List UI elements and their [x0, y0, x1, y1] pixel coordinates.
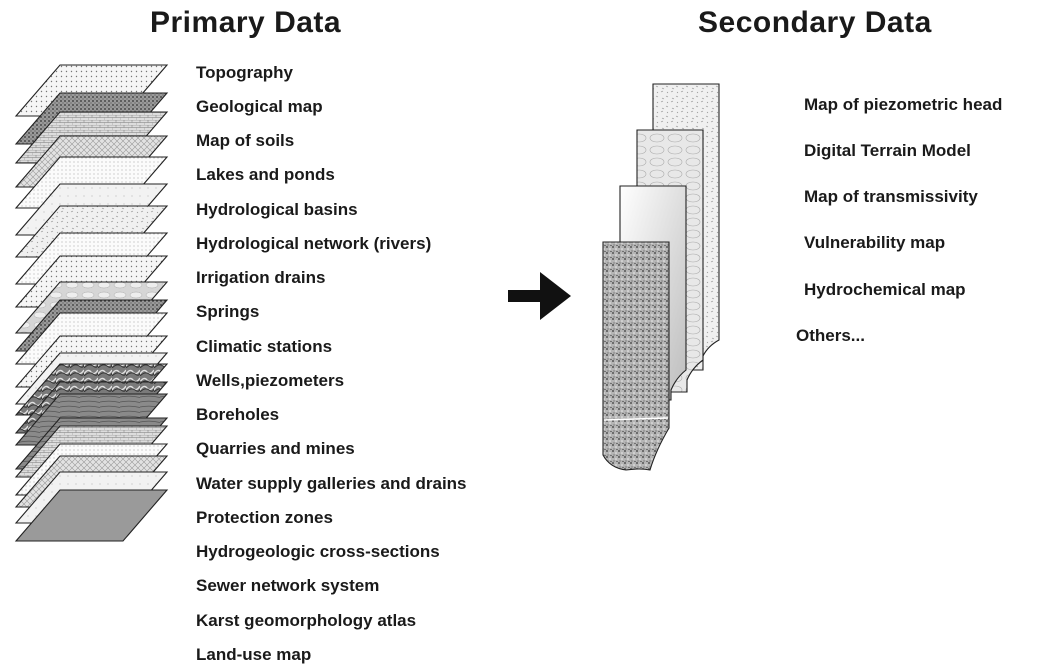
right-arrow-icon — [508, 272, 571, 320]
primary-item-map-of-soils: Map of soils — [196, 131, 295, 150]
primary-item-wells-piezometers: Wells,piezometers — [196, 371, 345, 390]
primary-item-hydrogeologic-cross-sections: Hydrogeologic cross-sections — [196, 542, 440, 561]
primary-item-topography: Topography — [196, 63, 293, 82]
primary-item-irrigation-drains: Irrigation drains — [196, 268, 326, 287]
map-layer — [602, 241, 670, 471]
map-layer-divider — [603, 417, 669, 421]
primary-item-water-supply-galleries: Water supply galleries and drains — [196, 474, 467, 493]
primary-item-springs: Springs — [196, 302, 260, 321]
primary-item-sewer-network-system: Sewer network system — [196, 576, 380, 595]
secondary-item-piezometric-head: Map of piezometric head — [804, 95, 1003, 114]
primary-item-boreholes: Boreholes — [196, 405, 280, 424]
primary-data-heading: Primary Data — [150, 6, 342, 39]
primary-item-protection-zones: Protection zones — [196, 508, 333, 527]
primary-item-quarries-and-mines: Quarries and mines — [196, 439, 355, 458]
secondary-item-digital-terrain-model: Digital Terrain Model — [804, 141, 971, 160]
secondary-item-hydrochemical-map: Hydrochemical map — [804, 280, 966, 299]
primary-item-lakes-and-ponds: Lakes and ponds — [196, 165, 335, 184]
primary-item-climatic-stations: Climatic stations — [196, 337, 333, 356]
primary-item-hydrological-basins: Hydrological basins — [196, 200, 358, 219]
primary-layer-stack — [14, 64, 169, 542]
secondary-item-others: Others... — [796, 326, 865, 345]
secondary-item-transmissivity: Map of transmissivity — [804, 187, 978, 206]
primary-item-hydrological-network: Hydrological network (rivers) — [196, 234, 432, 253]
secondary-item-vulnerability-map: Vulnerability map — [804, 233, 946, 252]
secondary-layer-stack — [602, 83, 720, 471]
primary-item-geological-map: Geological map — [196, 97, 323, 116]
primary-item-land-use-map: Land-use map — [196, 645, 312, 664]
map-layer — [14, 489, 169, 542]
primary-item-karst-geomorphology-atlas: Karst geomorphology atlas — [196, 611, 417, 630]
secondary-data-heading: Secondary Data — [698, 6, 932, 39]
